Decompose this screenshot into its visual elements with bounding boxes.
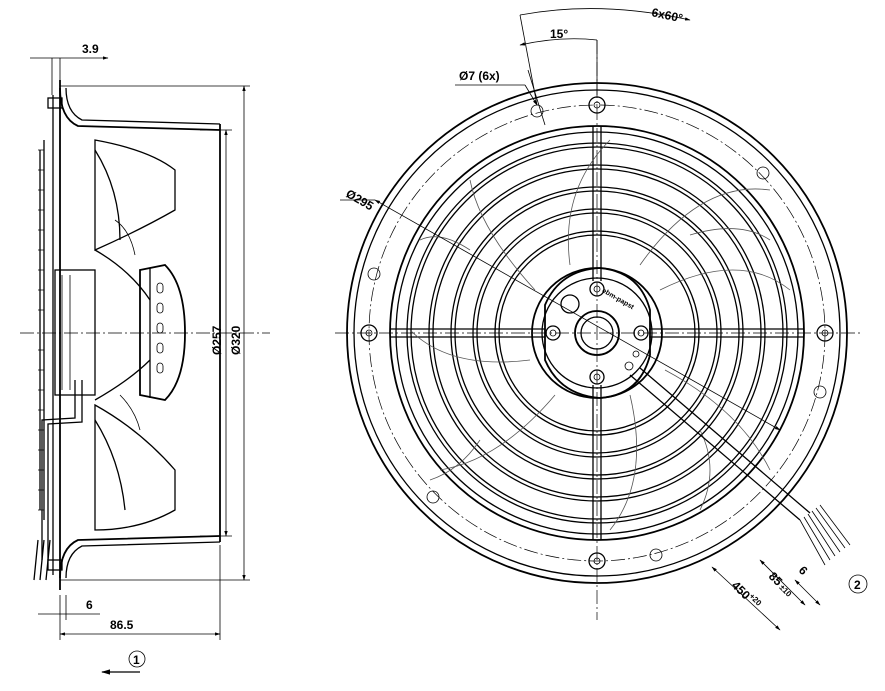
motor-hub-side — [139, 264, 186, 401]
housing-top-inner — [65, 87, 221, 125]
airflow-callout: 1 — [101, 650, 146, 675]
dimension-6: 6 — [38, 595, 100, 640]
dim-295-label: Ø295 — [344, 186, 377, 213]
dimension-6x60: 6x60° — [519, 5, 691, 106]
cable-wires-side — [33, 539, 51, 581]
dim-450-label: 450+20 — [729, 578, 764, 613]
dimension-15: 15° — [519, 27, 598, 95]
dimension-257: Ø257 — [200, 129, 232, 537]
cable-callout: 2 — [848, 574, 868, 594]
dim-6x60-label: 6x60° — [650, 5, 684, 25]
cable-callout-label: 2 — [854, 578, 861, 592]
guard-grill-side — [38, 140, 45, 520]
motor-bracket — [54, 269, 96, 396]
dim-320-label: Ø320 — [229, 325, 243, 355]
housing-bottom-curve — [59, 535, 221, 579]
dim-6-label: 6 — [86, 598, 93, 612]
dimension-320: Ø320 — [60, 85, 250, 581]
front-view: ebm-papst — [335, 5, 868, 631]
airflow-callout-label: 1 — [133, 653, 140, 667]
dimension-3-9: 3.9 — [30, 42, 109, 95]
housing-top-curve — [59, 87, 221, 131]
bolt-circle — [368, 104, 826, 562]
dim-85-label: 85±10 — [766, 569, 797, 600]
motor-brand-label: ebm-papst — [601, 287, 636, 311]
dimension-86-5: 86.5 — [59, 545, 221, 640]
cable-side — [41, 380, 83, 560]
dim-86-5-label: 86.5 — [110, 618, 134, 632]
fan-blades-side — [94, 139, 176, 531]
side-view: 3.9 6 86.5 Ø257 Ø320 — [20, 42, 270, 675]
dim-15-label: 15° — [550, 27, 568, 41]
dimension-85: 85±10 — [759, 559, 806, 606]
housing-bottom-inner — [65, 541, 221, 579]
dim-holes-label: Ø7 (6x) — [459, 69, 500, 83]
dim-3-9-label: 3.9 — [82, 42, 99, 56]
dim-257-label: Ø257 — [210, 325, 224, 355]
dim-6-front-label: 6 — [796, 563, 811, 578]
bolt-top — [47, 97, 63, 109]
dimension-holes: Ø7 (6x) — [455, 69, 546, 126]
